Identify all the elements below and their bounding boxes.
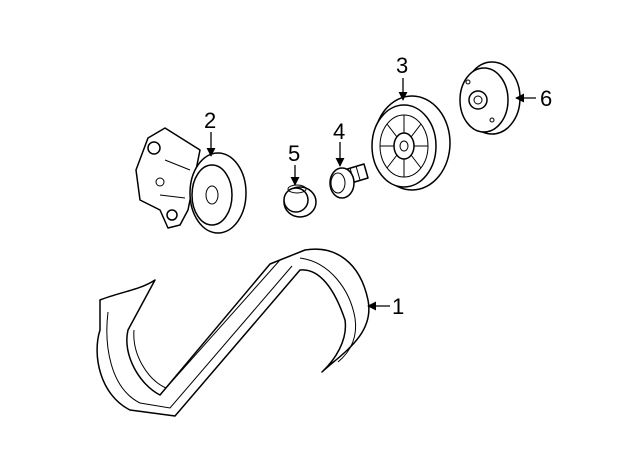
- belt-part[interactable]: [96, 248, 370, 417]
- callout-5: 5: [288, 141, 300, 166]
- guide-pulley-part[interactable]: [459, 61, 521, 135]
- callout-3: 3: [396, 53, 408, 78]
- callout-2: 2: [204, 108, 216, 133]
- bolt-part[interactable]: [329, 163, 369, 199]
- callout-4: 4: [333, 119, 345, 144]
- tensioner-part[interactable]: [135, 127, 247, 234]
- callout-1: 1: [392, 294, 404, 319]
- idler-pulley-part[interactable]: [371, 95, 451, 191]
- dust-cap-part[interactable]: [283, 184, 317, 218]
- callout-6: 6: [540, 86, 552, 111]
- callouts: 1 2 3 4 5 6: [204, 53, 552, 319]
- leader-lines: [206, 78, 536, 311]
